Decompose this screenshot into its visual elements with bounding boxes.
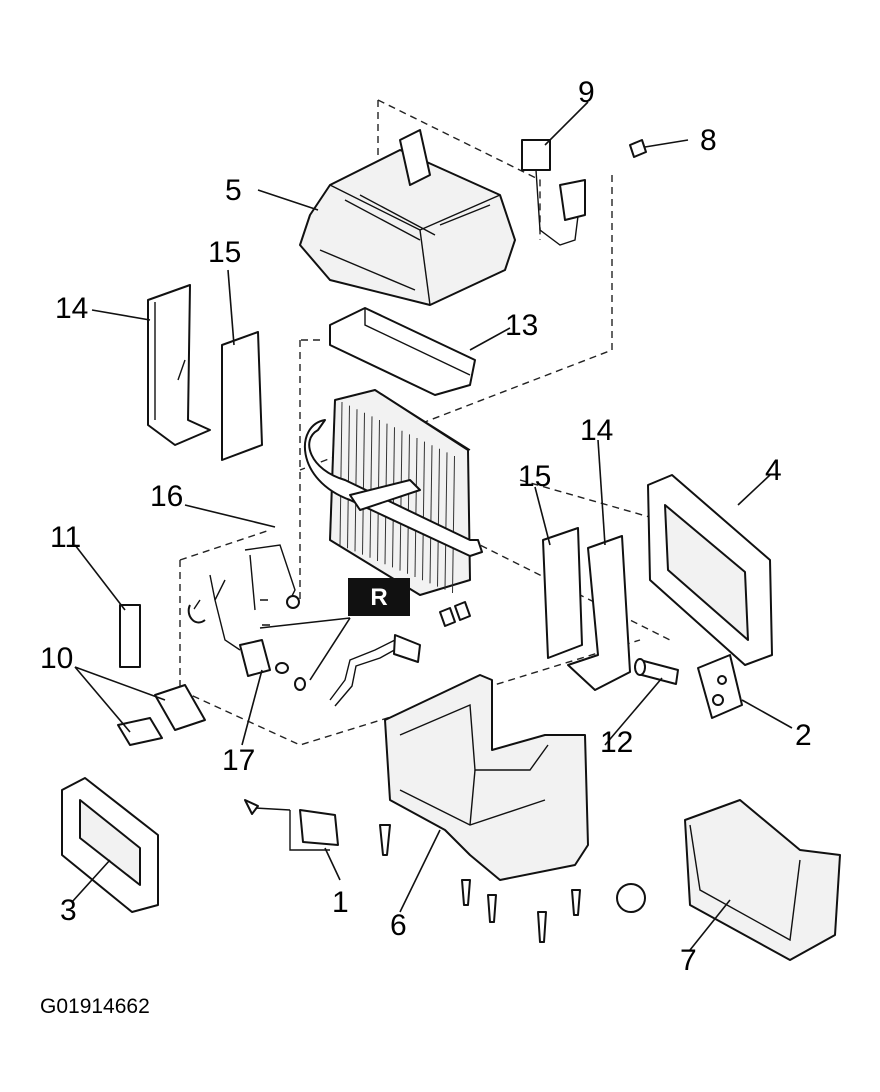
upper-case-part-5 xyxy=(299,129,516,306)
callout-7: 7 xyxy=(680,944,697,977)
evaporator-fin xyxy=(414,437,418,578)
filter-frame-part-4 xyxy=(647,474,773,666)
evaporator-fin xyxy=(429,445,433,584)
lower-case-part-6 xyxy=(384,674,589,881)
insulator-right-part-14 xyxy=(567,535,631,691)
frame-part-3 xyxy=(61,777,159,913)
clip-part-8 xyxy=(629,139,647,158)
callout-6: 6 xyxy=(390,909,407,942)
callout-14-right: 14 xyxy=(580,414,613,447)
callout-16: 16 xyxy=(150,480,183,513)
expansion-valve-part-17 xyxy=(187,544,300,677)
callout-17: 17 xyxy=(222,744,255,777)
callout-3: 3 xyxy=(60,894,77,927)
leader-lines xyxy=(71,101,793,951)
evaporator-fin xyxy=(444,452,448,590)
screws xyxy=(379,824,581,943)
callout-8: 8 xyxy=(700,124,717,157)
evaporator-fin xyxy=(369,416,373,558)
seal-right-part-15 xyxy=(542,527,583,659)
callout-11: 11 xyxy=(50,521,81,554)
evaporator-fin xyxy=(407,434,410,574)
callout-10: 10 xyxy=(40,642,73,675)
replace-badge: R xyxy=(348,578,410,616)
callout-1: 1 xyxy=(332,886,349,919)
evaporator-core xyxy=(303,389,483,596)
figure-reference-id: G01914662 xyxy=(40,995,150,1018)
evaporator-fin xyxy=(437,448,440,587)
callout-13: 13 xyxy=(505,309,538,342)
callout-15-left: 15 xyxy=(208,236,241,269)
pads-part-10 xyxy=(117,684,206,746)
evaporator-fin xyxy=(339,401,343,546)
small-clips xyxy=(439,601,471,627)
thermistor-part-9 xyxy=(521,139,586,246)
pad-part-11 xyxy=(119,604,141,668)
callout-labels: 9 8 5 15 14 13 14 15 4 16 11 10 12 2 17 … xyxy=(40,76,812,977)
tube-part-12 xyxy=(634,658,679,685)
callout-14-left: 14 xyxy=(55,292,88,325)
cover-plate-part-13 xyxy=(329,307,476,396)
insulator-left-part-14 xyxy=(147,284,211,446)
evaporator-fin xyxy=(362,412,365,555)
evaporator-fin xyxy=(347,405,350,549)
callout-5: 5 xyxy=(225,174,242,207)
callout-12: 12 xyxy=(600,726,633,759)
lower-shell-part-7 xyxy=(684,799,841,961)
callout-9: 9 xyxy=(578,76,595,109)
grommet-part-2 xyxy=(697,654,743,719)
evaporator-fin xyxy=(354,409,358,552)
seal-left-part-15 xyxy=(221,331,263,461)
evaporator-fin xyxy=(452,455,455,594)
o-rings xyxy=(275,662,306,691)
suction-pipe xyxy=(329,634,421,707)
callout-4: 4 xyxy=(765,454,782,487)
resistor-part-1 xyxy=(244,799,339,851)
replace-badge-label: R xyxy=(370,584,387,611)
evaporator-fin xyxy=(422,441,425,581)
evaporator-fin xyxy=(399,430,403,571)
plug-cap xyxy=(616,883,646,913)
callout-15-right: 15 xyxy=(518,460,551,493)
callout-2: 2 xyxy=(795,719,812,752)
